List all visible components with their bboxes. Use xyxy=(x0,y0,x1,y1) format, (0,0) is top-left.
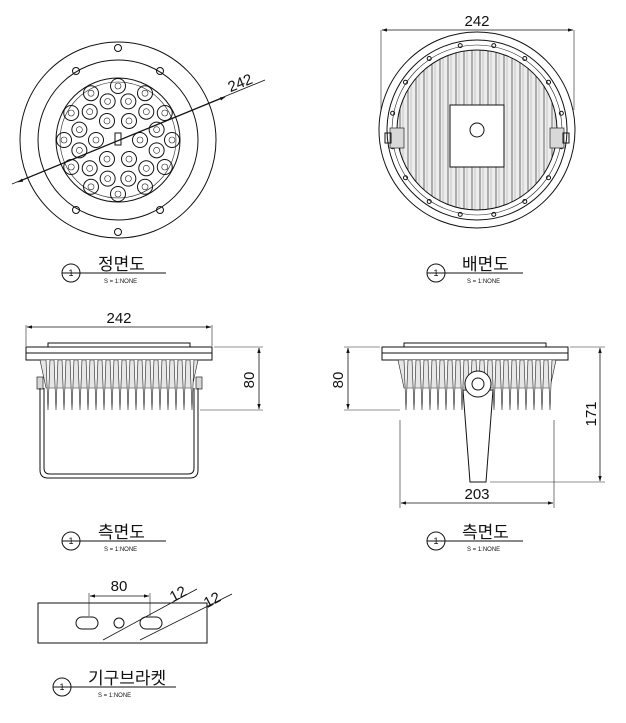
led-lens xyxy=(88,132,104,148)
led-lens xyxy=(120,93,137,110)
led-lens xyxy=(137,178,153,195)
led-lens xyxy=(132,132,148,148)
led-lens xyxy=(148,142,165,159)
front-mounting-holes xyxy=(72,44,164,236)
back-side-brackets xyxy=(384,127,570,149)
side-left-fins xyxy=(39,359,199,411)
side-left-view-scale: S = 1:NONE xyxy=(104,547,137,553)
led-lens xyxy=(99,170,116,187)
led-lens xyxy=(121,112,137,129)
side-left-width-label: 242 xyxy=(106,310,131,327)
led-lens xyxy=(120,170,137,187)
back-view-title: 배면도 xyxy=(462,255,509,275)
side-view-right: 80 171 203 xyxy=(330,342,605,508)
back-center-hole xyxy=(469,122,485,138)
bracket-hole2-label: 12 xyxy=(201,589,224,612)
back-heatsink-fins xyxy=(397,50,557,210)
side-right-total-height-label: 171 xyxy=(583,401,600,426)
led-lens xyxy=(156,159,173,175)
led-lens xyxy=(83,178,99,195)
side-right-width-label: 203 xyxy=(464,486,489,503)
front-title-block: 1 정면도 S = 1:NONE xyxy=(61,255,166,285)
bracket-slot-left xyxy=(75,616,99,630)
back-title-block: 1 배면도 S = 1:NONE xyxy=(426,255,523,285)
side-left-height-label: 80 xyxy=(241,372,258,389)
side-right-view-title: 측면도 xyxy=(462,523,509,543)
led-lens xyxy=(81,103,98,120)
led-lens xyxy=(121,151,137,168)
bracket-view-scale: S = 1:NONE xyxy=(98,693,131,699)
led-lens xyxy=(71,121,88,138)
bracket-hole1-label: 12 xyxy=(167,583,190,606)
side-right-title-block: 1 측면도 S = 1:NONE xyxy=(426,523,523,553)
back-dim-label: 242 xyxy=(464,13,489,30)
led-lens xyxy=(110,186,126,202)
led-lens xyxy=(99,93,116,110)
side-right-bracket-arm xyxy=(462,389,494,483)
side-left-title-block: 1 측면도 S = 1:NONE xyxy=(61,523,166,553)
side-left-u-bracket xyxy=(39,388,199,479)
led-lens xyxy=(110,78,126,94)
bracket-view-title: 기구브라켓 xyxy=(88,669,166,689)
front-center-slot xyxy=(114,132,122,146)
front-view-title: 정면도 xyxy=(98,255,145,275)
led-lens xyxy=(164,132,180,148)
led-lens xyxy=(156,105,173,121)
led-lens xyxy=(56,132,72,148)
led-lens xyxy=(83,85,99,102)
led-lens xyxy=(71,142,88,159)
side-view-left: 242 80 xyxy=(25,310,263,479)
led-lens xyxy=(99,112,115,129)
front-dim-label: 242 xyxy=(226,71,256,96)
back-center-plate xyxy=(449,104,505,168)
led-lens xyxy=(138,103,155,120)
led-lens xyxy=(63,105,80,121)
led-lens xyxy=(138,160,155,177)
back-view: 242 xyxy=(378,13,576,229)
side-right-view-scale: S = 1:NONE xyxy=(467,547,500,553)
bracket-view: 80 12 12 xyxy=(37,578,233,644)
front-view-scale: S = 1:NONE xyxy=(104,279,137,285)
bracket-title-block: 1 기구브라켓 S = 1:NONE xyxy=(52,669,176,699)
back-view-scale: S = 1:NONE xyxy=(467,279,500,285)
led-lens xyxy=(137,85,153,102)
led-lens xyxy=(99,151,115,168)
led-lens xyxy=(81,160,98,177)
side-right-upper-height-label: 80 xyxy=(330,372,347,389)
bracket-center-hole xyxy=(113,617,125,629)
back-outer-ring xyxy=(378,31,576,229)
bracket-plate xyxy=(37,602,208,644)
side-left-view-title: 측면도 xyxy=(98,523,145,543)
back-inner-ring xyxy=(386,39,568,221)
back-screw-holes xyxy=(390,43,564,217)
bracket-spacing-label: 80 xyxy=(111,578,128,595)
bracket-slot-right xyxy=(139,616,163,630)
front-view: 242 xyxy=(11,41,266,239)
